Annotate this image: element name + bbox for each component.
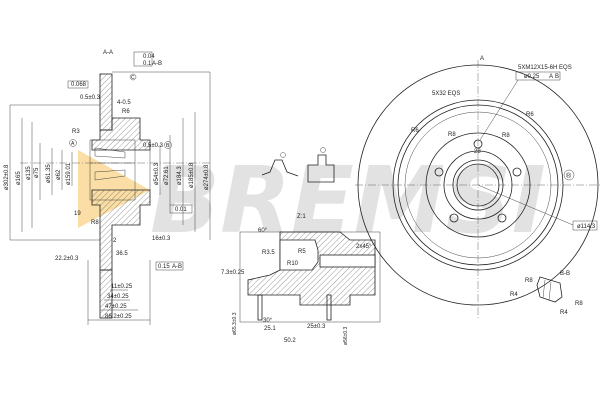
dim-34: 34±0.25: [107, 294, 129, 300]
dia-114-3: ø114.3: [577, 224, 596, 230]
bremsi-watermark: BREMSI ®: [78, 147, 575, 254]
dia-135: ø135: [26, 166, 32, 180]
section-b-title: B-B: [560, 271, 570, 277]
radius-r8-left: R8: [448, 132, 456, 138]
dim-7-3: 7.3±0.25: [221, 270, 245, 276]
dia-72: ø72.61: [164, 166, 170, 185]
hub-bottom: [91, 189, 151, 271]
runout-datum: A-B: [152, 61, 162, 67]
radius-r5: R5: [298, 249, 306, 255]
holes-spec: 5X32 EQS: [432, 91, 460, 97]
datum-a-ref: A: [549, 74, 553, 80]
angle-60: 60°: [258, 228, 268, 234]
width-28: 28: [474, 149, 481, 155]
thread-spec: 5XM12X15-6H EQS: [518, 65, 572, 71]
disc-outer-circle: [357, 64, 599, 306]
detail-view-z: Z:1 60° R3.5 R5 R10 2x45° 7.3±0.25 30° 2…: [221, 214, 381, 345]
dim-25: 25±0.3: [307, 324, 326, 330]
registered-mark: [563, 169, 575, 181]
radius-r6-right: R6: [526, 112, 534, 118]
dia-outer: ø302±0.8: [4, 164, 10, 190]
dia-65-3: ø65.3±0.3: [232, 312, 238, 335]
section-view-a-a: A-A 0.04 0.1 A-B C 0.068 0.5±0.3 4-0.5 R…: [4, 50, 211, 325]
dia-159: ø159.01: [66, 162, 72, 185]
dim-2: 2: [113, 238, 117, 244]
dia-75: ø75: [34, 167, 40, 178]
dia-62: ø62: [56, 169, 62, 180]
datum-b-ref: B: [555, 74, 559, 80]
dia-56: ø56±0.3: [343, 326, 349, 345]
dim-50-2: 50.2: [284, 338, 296, 344]
dim-86-2: 86.2±0.25: [105, 314, 132, 320]
dia-165: ø165: [16, 171, 22, 185]
dia-185: ø185±0.8: [189, 162, 195, 188]
radius-r6: R6: [122, 109, 130, 115]
radius-r6-left: R6: [411, 128, 419, 134]
dim-25-1: 25.1: [264, 326, 276, 332]
watermark-text: BREMSI: [150, 147, 546, 254]
dim-4: 4-0.5: [117, 100, 131, 106]
bb-r4-bottom: R4: [560, 310, 568, 316]
disc-plate-top: [99, 73, 113, 131]
datum-b: B: [166, 143, 170, 149]
radius-r8: R8: [91, 220, 99, 226]
chamfer: 2x45°: [356, 244, 372, 250]
section-b-b: B-B R8 R4 R4 R8: [510, 271, 583, 316]
parallelism-value: 0.068: [71, 82, 87, 88]
front-view: A 5XM12X15-6H EQS ø0.25 A B 5X32 EQS 28 …: [355, 56, 600, 320]
radius-r3-5: R3.5: [262, 250, 275, 256]
runout2-datum: A-B: [172, 264, 182, 270]
dim-11: 11±0.25: [111, 284, 133, 290]
dia-184: ø184.3: [177, 166, 183, 185]
datum-c: C: [131, 75, 135, 81]
dim-36-5: 36.5: [116, 251, 128, 257]
angle-30: 30°: [263, 318, 273, 324]
radius-r8-right: R8: [502, 133, 510, 139]
bb-r4-left: R4: [510, 292, 518, 298]
section-marker-a: A: [480, 56, 484, 62]
dim-19: 19: [74, 211, 81, 217]
bb-r8-right: R8: [575, 301, 583, 307]
bearing-outline: [89, 139, 136, 201]
dim-16: 16±0.3: [152, 236, 171, 242]
position-tolerance: ø0.25: [524, 74, 540, 80]
dim-0-5-mid: 0.5±0.3: [143, 143, 164, 149]
dim-22-2: 22.2±0.3: [55, 256, 79, 262]
radius-r3: R3: [72, 129, 80, 135]
dim-0-5-top: 0.5±0.3: [80, 95, 101, 101]
section-title: A-A: [103, 50, 113, 56]
registered-symbol: ®: [566, 172, 572, 180]
dia-274: ø274±0.8: [204, 164, 210, 190]
bb-r8-top: R8: [525, 278, 533, 284]
runout-value: 0.1: [143, 61, 152, 67]
dia-61: ø61.35: [46, 164, 52, 183]
bolt-holes: [434, 139, 522, 223]
roundness-value: 0.01: [175, 207, 187, 213]
diameter-dimension-lines: [9, 71, 211, 325]
detail-label: Z:1: [297, 214, 306, 220]
flatness-value: 0.04: [143, 54, 155, 60]
dim-47: 47±0.25: [105, 304, 127, 310]
clip-sketch: [261, 147, 335, 183]
radius-r10: R10: [287, 261, 299, 267]
dia-54: ø54±0.3: [154, 162, 160, 185]
watermark-triangle: [78, 150, 150, 228]
datum-a: A: [71, 141, 75, 147]
runout2-value: 0.15: [158, 264, 170, 270]
